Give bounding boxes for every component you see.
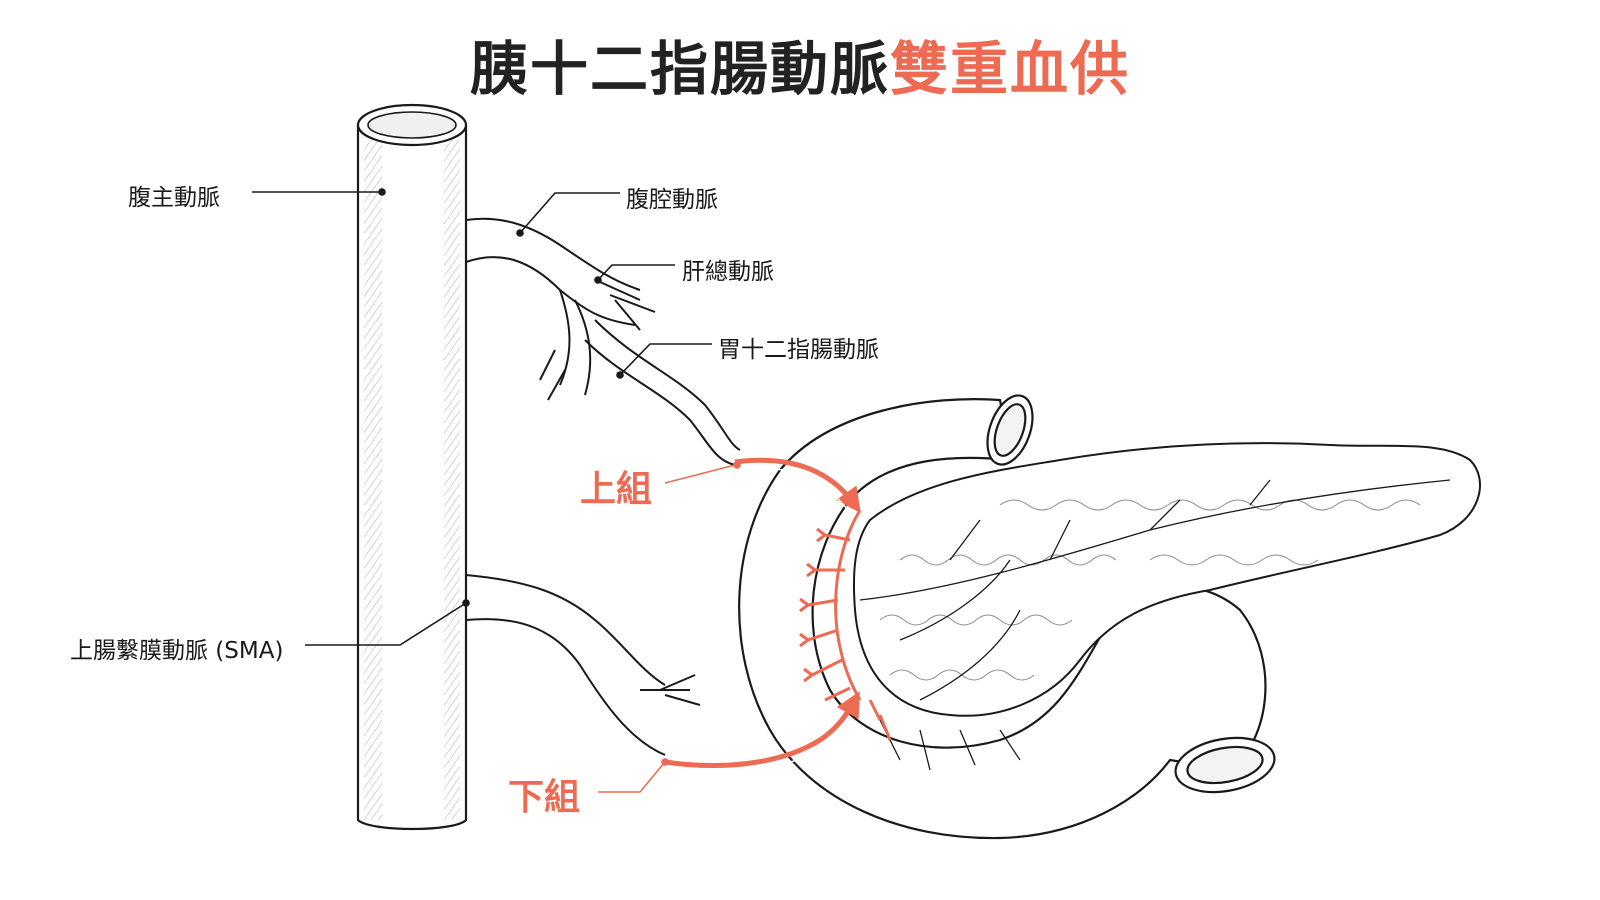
page-title: 胰十二指腸動脈雙重血供 [0, 22, 1600, 106]
label-aorta: 腹主動脈 [128, 185, 220, 211]
superior-pd-artery [734, 457, 861, 514]
pd-arcade [799, 509, 892, 741]
title-accent: 雙重血供 [890, 35, 1131, 103]
label-sma: 上腸繫膜動脈 (SMA) [70, 638, 284, 664]
celiac-trunk [465, 217, 741, 466]
inferior-pd-artery [664, 691, 860, 775]
aorta [356, 103, 468, 831]
duodenum [738, 394, 1276, 840]
label-common-hepatic-artery: 肝總動脈 [682, 259, 774, 285]
sma [465, 574, 701, 756]
leader-lines [252, 188, 712, 646]
accent-leader-lines [598, 461, 741, 793]
title-main: 胰十二指腸動脈 [469, 35, 890, 103]
label-celiac-trunk: 腹腔動脈 [626, 187, 718, 213]
label-superior-group: 上組 [580, 469, 653, 510]
label-gastroduodenal-artery: 胃十二指腸動脈 [718, 337, 879, 363]
pancreas [852, 442, 1481, 771]
label-inferior-group: 下組 [508, 777, 581, 818]
